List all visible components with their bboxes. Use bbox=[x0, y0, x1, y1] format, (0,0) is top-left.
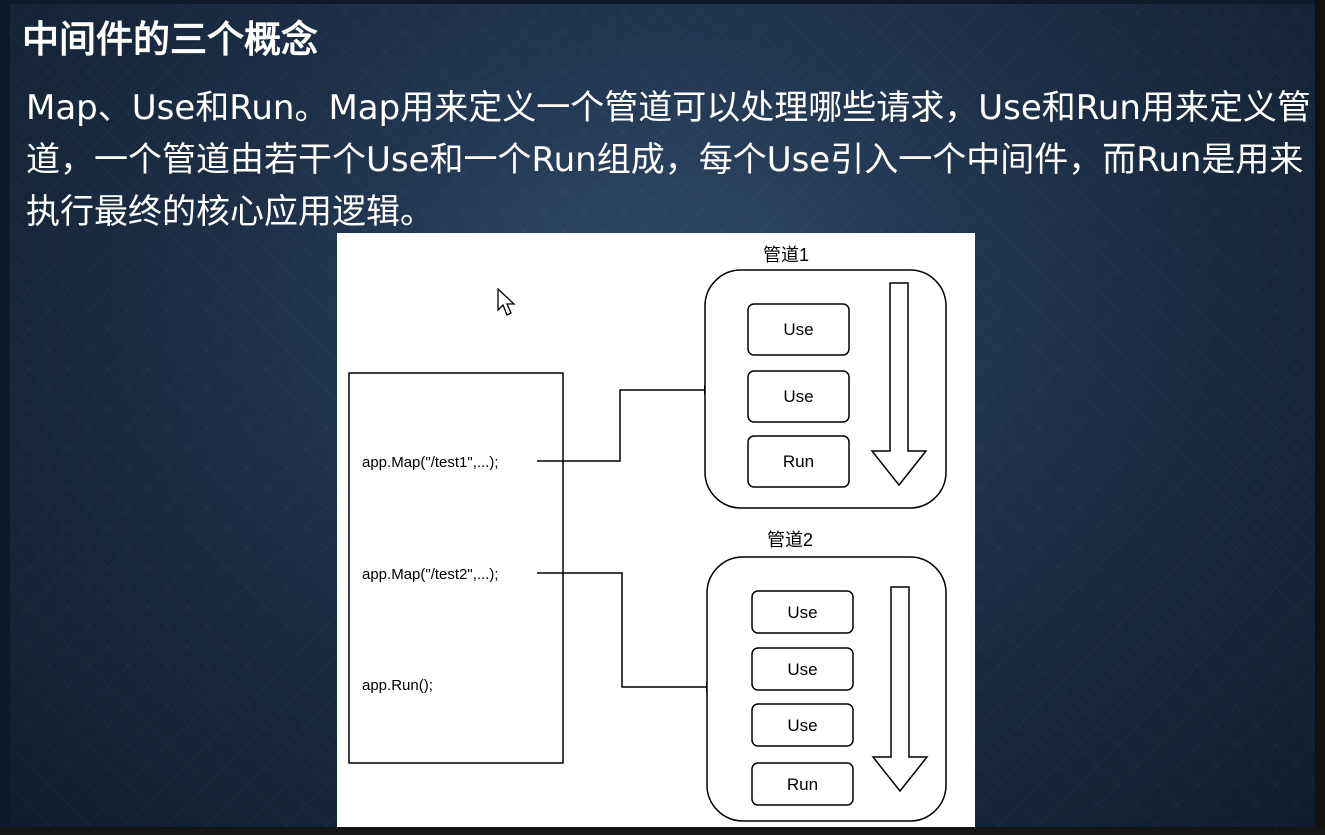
pipeline1-item-box bbox=[747, 303, 850, 356]
mouse-pointer-icon bbox=[497, 288, 516, 316]
connector-test1-to-pipeline1 bbox=[537, 385, 714, 462]
window-bottom-bar bbox=[0, 827, 1325, 835]
pipeline1-item-label: Run bbox=[783, 452, 814, 471]
slide-body-text: Map、Use和Run。Map用来定义一个管道可以处理哪些请求，Use和Run用… bbox=[26, 88, 1311, 232]
pipeline2-title: 管道2 bbox=[767, 530, 813, 550]
pipeline1-item-label: Use bbox=[783, 387, 813, 406]
down-arrow-icon bbox=[870, 282, 928, 487]
pipeline2-item-label: Run bbox=[787, 775, 818, 794]
pipeline2-item-label: Use bbox=[787, 716, 817, 735]
pipeline-diagram-svg: app.Map("/test1",...); app.Map("/test2",… bbox=[348, 245, 947, 822]
pipeline1-title: 管道1 bbox=[763, 245, 809, 265]
pipeline2-item-label: Use bbox=[787, 603, 817, 622]
code-line-run: app.Run(); bbox=[362, 677, 433, 694]
pipeline2-item-box bbox=[751, 590, 854, 634]
window-right-edge bbox=[1315, 0, 1325, 827]
connector-test2-to-pipeline2 bbox=[537, 572, 716, 692]
presentation-slide: 中间件的三个概念 Map、Use和Run。Map用来定义一个管道可以处理哪些请求… bbox=[10, 4, 1315, 827]
code-line-map-test1: app.Map("/test1",...); bbox=[362, 454, 499, 471]
down-arrow-icon bbox=[871, 586, 929, 793]
code-line-map-test2: app.Map("/test2",...); bbox=[362, 566, 499, 583]
slide-title: 中间件的三个概念 bbox=[22, 18, 318, 61]
pipeline1-item-label: Use bbox=[783, 320, 813, 339]
pipeline1-item-box bbox=[747, 435, 850, 488]
pipeline2-item-box bbox=[751, 762, 854, 806]
pipeline-diagram: app.Map("/test1",...); app.Map("/test2",… bbox=[337, 233, 975, 827]
pipeline2-item-label: Use bbox=[787, 660, 817, 679]
pipeline2-item-box bbox=[751, 647, 854, 691]
pipeline2-item-box bbox=[751, 703, 854, 747]
pipeline1-item-box bbox=[747, 370, 850, 423]
code-box bbox=[348, 372, 564, 764]
